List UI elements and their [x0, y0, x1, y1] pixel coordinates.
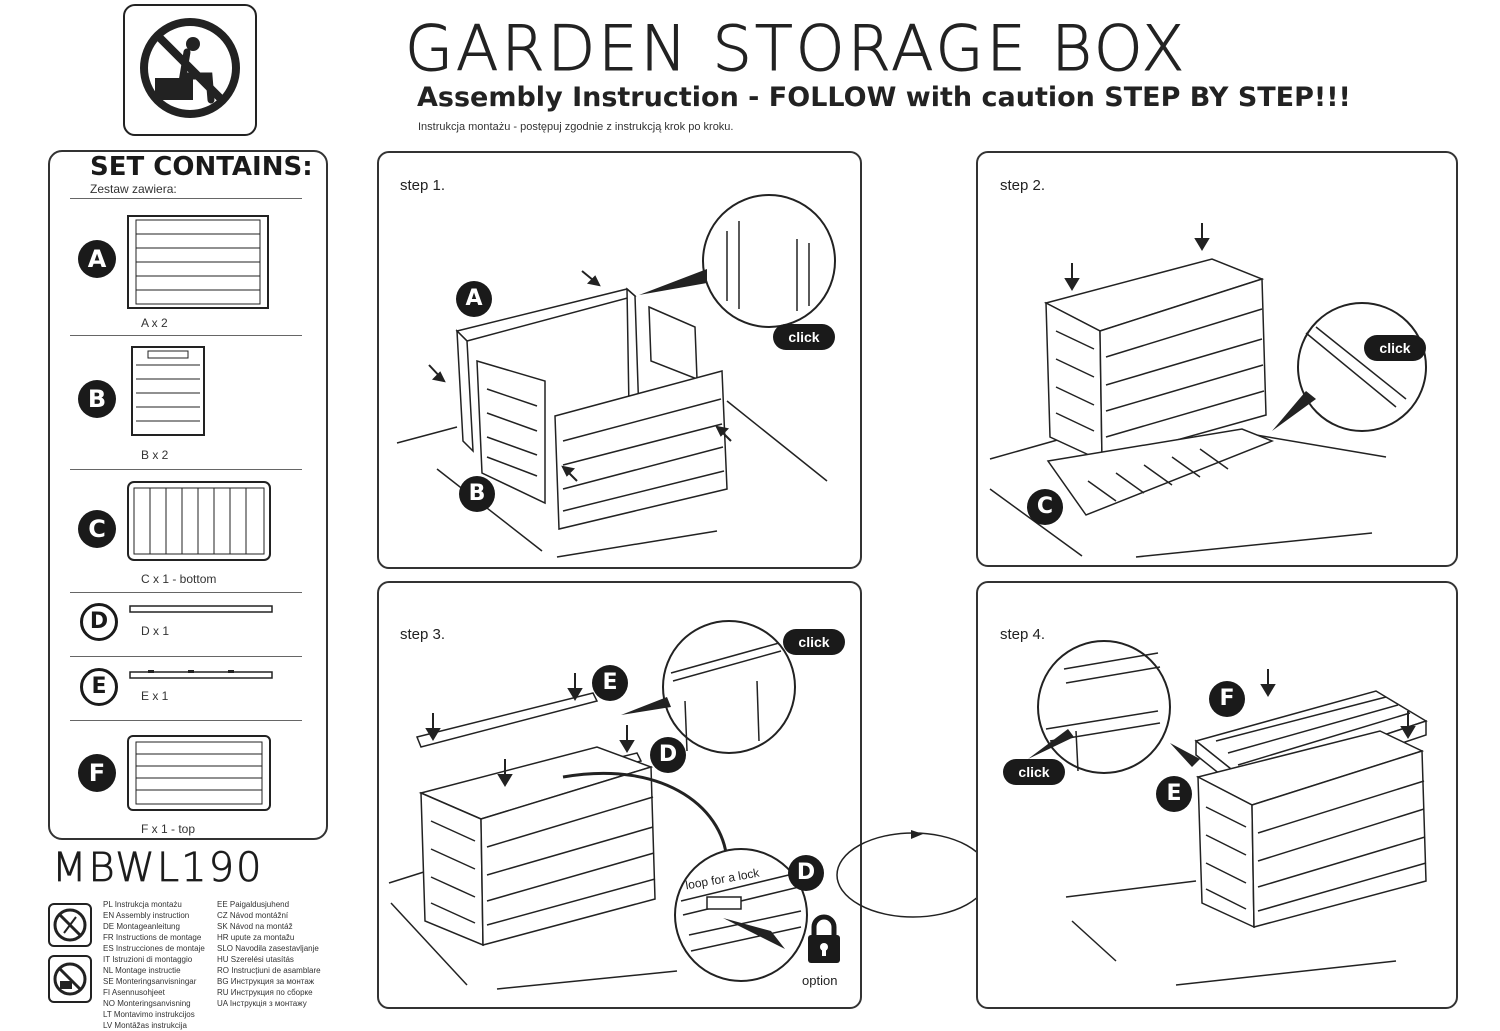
divider [70, 335, 302, 336]
part-badge-d: D [80, 603, 118, 641]
set-contains-title: SET CONTAINS: [90, 152, 313, 182]
language-line: EE Paigaldusjuhend [217, 900, 290, 909]
part-a-panel-drawing [127, 215, 269, 309]
step-1-label: step 1. [400, 177, 446, 194]
divider [70, 198, 302, 199]
part-badge-e: E [80, 668, 118, 706]
step-4-drawing [1028, 640, 1428, 986]
language-line: UA Інструкція з монтажу [217, 999, 307, 1008]
languages-left: PL Instrukcja montażu EN Assembly instru… [103, 899, 205, 1031]
language-line: LT Montavimo instrukcijos [103, 1010, 195, 1019]
part-b-panel-drawing [131, 346, 205, 436]
step-2-label: step 2. [1000, 177, 1046, 194]
step-3-badge-e: E [592, 665, 628, 701]
language-line: SLO Navodila zasestavljanje [217, 944, 319, 953]
step-3-click-tag: click [783, 629, 845, 655]
step-4-badge-e: E [1156, 776, 1192, 812]
language-line: SK Návod na montáž [217, 922, 293, 931]
no-sitting-sign [123, 4, 257, 136]
part-badge-f: F [78, 754, 116, 792]
part-caption-c: C x 1 - bottom [141, 572, 217, 586]
language-line: BG Инструкция за монтаж [217, 977, 315, 986]
part-caption-f: F x 1 - top [141, 822, 196, 836]
language-line: NL Montage instructie [103, 966, 181, 975]
language-line: FR Instructions de montage [103, 933, 202, 942]
part-caption-a: A x 2 [141, 316, 168, 330]
divider [70, 469, 302, 470]
set-contains-subtitle: Zestaw zawiera: [90, 182, 177, 196]
language-line: LV Montāžas instrukcija [103, 1021, 187, 1030]
language-line: RU Инструкция по сборке [217, 988, 313, 997]
language-line: FI Asennusohjeet [103, 988, 165, 997]
divider [70, 656, 302, 657]
model-number: MBWL190 [52, 845, 264, 892]
set-contains-panel [48, 150, 328, 840]
no-sitting-small-icon [48, 955, 92, 1003]
step-3-drawing [388, 620, 808, 990]
step-4-label: step 4. [1000, 626, 1046, 643]
language-line: RO Instrucțiuni de asamblare [217, 966, 321, 975]
step-1-badge-b: B [459, 476, 495, 512]
language-line: NO Monteringsanvisning [103, 999, 191, 1008]
language-line: SE Monteringsanvisningar [103, 977, 197, 986]
language-line: DE Montageanleitung [103, 922, 180, 931]
no-sitting-icon [140, 18, 240, 118]
page-subtitle-pl: Instrukcja montażu - postępuj zgodnie z … [418, 121, 734, 133]
part-caption-e: E x 1 [141, 689, 169, 703]
language-line: IT Istruzioni di montaggio [103, 955, 193, 964]
lock-option-label: option [802, 973, 838, 988]
languages-right: EE Paigaldusjuhend CZ Návod montážní SK … [217, 899, 321, 1009]
part-f-lid-drawing [127, 735, 271, 811]
step-2-click-tag: click [1364, 335, 1426, 361]
page-subtitle: Assembly Instruction - FOLLOW with cauti… [417, 82, 1351, 113]
step-4-badge-f: F [1209, 681, 1245, 717]
divider [70, 592, 302, 593]
step-4-click-tag: click [1003, 759, 1065, 785]
step-2-drawing [989, 223, 1427, 558]
part-e-rail-drawing [129, 670, 273, 679]
padlock-icon [808, 914, 840, 963]
language-line: HR upute za montažu [217, 933, 295, 942]
step-2-badge-c: C [1027, 489, 1063, 525]
part-c-bottom-drawing [127, 481, 271, 561]
part-caption-b: B x 2 [141, 448, 169, 462]
next-step-arrow [836, 830, 990, 918]
part-badge-c: C [78, 510, 116, 548]
step-3-label: step 3. [400, 626, 446, 643]
language-line: PL Instrukcja montażu [103, 900, 182, 909]
part-d-rail-drawing [129, 605, 273, 613]
part-badge-b: B [78, 380, 116, 418]
language-line: CZ Návod montážní [217, 911, 289, 920]
step-3-badge-d-detail: D [788, 855, 824, 891]
language-line: ES Instrucciones de montaje [103, 944, 205, 953]
no-tools-icon [48, 903, 92, 947]
language-line: EN Assembly instruction [103, 911, 190, 920]
step-1-drawing [396, 194, 836, 558]
divider [70, 720, 302, 721]
page-title: GARDEN STORAGE BOX [405, 12, 1188, 86]
step-3-badge-d: D [650, 737, 686, 773]
part-badge-a: A [78, 240, 116, 278]
part-caption-d: D x 1 [141, 624, 170, 638]
language-line: HU Szerelési utasítás [217, 955, 294, 964]
step-1-badge-a: A [456, 281, 492, 317]
step-1-click-tag: click [773, 324, 835, 350]
